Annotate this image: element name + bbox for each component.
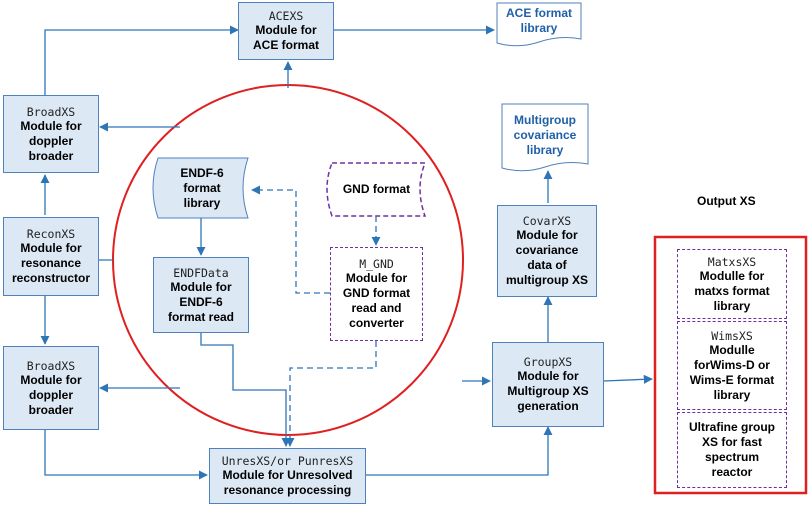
endfdata-desc: Module for ENDF-6 format read [167,279,235,324]
arrow-groupxs-to-output [603,374,653,384]
ultrafine-box[interactable]: Ultrafine group XS for fast spectrum rea… [677,412,787,488]
unresxs-box[interactable]: UnresXS/or PunresXS Module for Unresolve… [209,448,366,504]
covarxs-title: CovarXS [522,214,572,228]
m-gnd-desc: Module for GND format read and converter [342,271,411,330]
wimsxs-title: WimsXS [711,328,753,343]
arrow-broadxs-bottom-to-unresxs [44,430,208,480]
acexs-desc: Module for ACE format [252,23,319,52]
multigroup-covariance-library-shape [501,103,589,172]
matxsxs-desc: Modulle for matxs format library [694,268,770,313]
covarxs-desc: Module for covariance data of multigroup… [506,228,588,287]
output-frame [653,235,808,495]
groupxs-desc: Module for Multigroup XS generation [507,369,589,413]
matxsxs-box[interactable]: MatxsXS Modulle for matxs format library [677,249,787,319]
ultrafine-desc: Ultrafine group XS for fast spectrum rea… [689,420,775,479]
broadxs-top-title: BroadXS [26,104,76,119]
unresxs-title: UnresXS/or PunresXS [221,454,354,468]
gnd-format-shape [326,162,427,217]
broadxs-bottom-box[interactable]: BroadXS Module for doppler broader [3,346,99,430]
ace-library-label: ACE format library [505,6,572,35]
wimsxs-desc: Modulle forWims-D or Wims-E format libra… [689,342,775,402]
dashed-mgnd-to-unresxs [285,341,377,447]
acexs-title: ACEXS [268,9,304,23]
reconxs-desc: Module for resonance reconstructor [11,241,91,285]
groupxs-title: GroupXS [523,355,573,369]
reconxs-title: ReconXS [26,227,76,241]
multigroup-covariance-library-label: Multigroup covariance library [513,113,577,157]
output-xs-title: Output XS [697,194,756,208]
covarxs-box[interactable]: CovarXS Module for covariance data of mu… [497,205,597,297]
endfdata-box[interactable]: ENDFData Module for ENDF-6 format read [153,257,249,333]
reconxs-box[interactable]: ReconXS Module for resonance reconstruct… [3,217,99,296]
acexs-box[interactable]: ACEXS Module for ACE format [238,2,334,60]
unresxs-desc: Module for Unresolved resonance processi… [222,468,353,497]
endf6-library-shape [152,157,249,219]
arrow-broadxs-to-acexs [44,25,239,95]
wimsxs-box[interactable]: WimsXS Modulle forWims-D or Wims-E forma… [677,321,787,410]
broadxs-top-box[interactable]: BroadXS Module for doppler broader [3,95,99,173]
m-gnd-box[interactable]: M_GND Module for GND format read and con… [330,247,423,341]
broadxs-top-desc: Module for doppler broader [20,118,82,163]
matxsxs-title: MatxsXS [707,254,757,269]
ace-library-shape [496,2,582,47]
endfdata-title: ENDFData [173,265,229,280]
dashed-mgnd-to-endf6lib [251,185,330,294]
broadxs-bottom-desc: Module for doppler broader [20,372,82,417]
broadxs-bottom-title: BroadXS [26,358,76,373]
arrow-unresxs-to-groupxs [366,426,553,476]
gnd-format-label: GND format [342,182,411,196]
m-gnd-title: M_GND [359,257,394,271]
endf6-library-label: ENDF-6 format library [180,166,224,210]
arrow-endfdata-to-unresxs [200,333,291,447]
groupxs-box[interactable]: GroupXS Module for Multigroup XS generat… [492,342,604,427]
